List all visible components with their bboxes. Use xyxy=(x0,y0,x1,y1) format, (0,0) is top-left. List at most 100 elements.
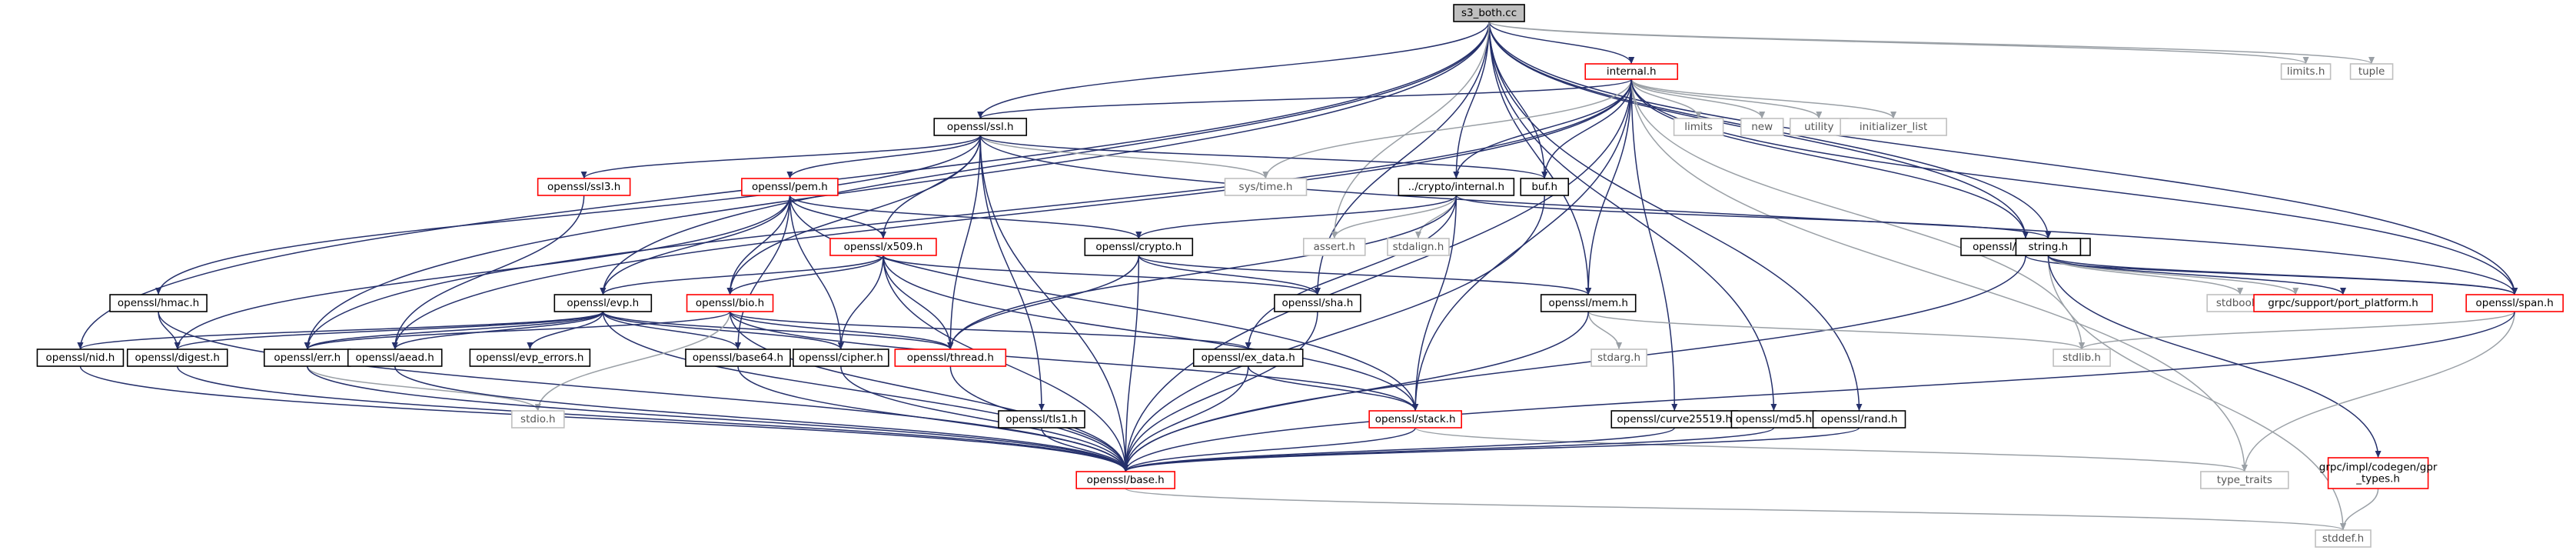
node-ssl3[interactable]: openssl/ssl3.h xyxy=(537,178,631,196)
edge-exdata-to-base xyxy=(1122,365,1249,472)
node-root[interactable]: s3_both.cc xyxy=(1453,4,1525,22)
edge-sha-to-base xyxy=(1122,311,1318,472)
node-evperr[interactable]: openssl/evp_errors.h xyxy=(469,349,591,367)
node-label: internal.h xyxy=(1607,65,1657,78)
node-utility: utility xyxy=(1789,118,1849,136)
edge-ssl-to-tls1 xyxy=(979,135,1045,412)
node-md5[interactable]: openssl/md5.h xyxy=(1730,410,1817,429)
edge-string_h-to-gprtypes xyxy=(2047,255,2382,459)
node-systime: sys/time.h xyxy=(1224,178,1308,196)
node-label: assert.h xyxy=(1314,241,1355,253)
node-cipher[interactable]: openssl/cipher.h xyxy=(793,349,889,367)
node-label: type_traits xyxy=(2217,474,2272,486)
node-label: openssl/cipher.h xyxy=(799,352,883,364)
edge-root-to-internal xyxy=(1488,21,1635,65)
edge-buf-to-base xyxy=(1122,195,1545,472)
edge-internal-to-curve xyxy=(1630,78,1678,412)
node-tls1[interactable]: openssl/tls1.h xyxy=(998,410,1085,429)
node-label: initializer_list xyxy=(1860,121,1927,133)
node-digest[interactable]: openssl/digest.h xyxy=(126,349,228,367)
node-bio[interactable]: openssl/bio.h xyxy=(686,294,774,312)
edge-pem-to-base64 xyxy=(734,195,791,350)
edge-crypto-to-thread xyxy=(947,255,1140,350)
node-evp[interactable]: openssl/evp.h xyxy=(553,294,653,312)
node-aead[interactable]: openssl/aead.h xyxy=(347,349,443,367)
node-label: tuple xyxy=(2358,65,2385,78)
node-hmac[interactable]: openssl/hmac.h xyxy=(109,294,208,312)
edge-ssl-to-base xyxy=(979,135,1129,472)
edge-pem-to-stack xyxy=(789,195,1419,412)
edge-string_h-to-portplat xyxy=(2047,255,2346,295)
node-string_h[interactable]: string.h xyxy=(2015,238,2082,256)
edge-bio-to-exdata xyxy=(729,311,1251,350)
edge-internal-to-cryptoint xyxy=(1453,78,1632,179)
node-base[interactable]: openssl/base.h xyxy=(1075,471,1175,489)
edge-pem-to-cipher xyxy=(789,195,844,350)
node-mem[interactable]: openssl/mem.h xyxy=(1540,294,1637,312)
node-x509[interactable]: openssl/x509.h xyxy=(829,238,937,256)
node-stack[interactable]: openssl/stack.h xyxy=(1368,410,1462,429)
node-exdata[interactable]: openssl/ex_data.h xyxy=(1192,349,1304,367)
edge-ssl-to-bio xyxy=(726,135,981,295)
edge-stack-to-base xyxy=(1122,427,1416,472)
node-ssl[interactable]: openssl/ssl.h xyxy=(933,118,1028,136)
edge-pem-to-bio xyxy=(726,195,791,295)
node-base64[interactable]: openssl/base64.h xyxy=(685,349,791,367)
edge-x509-to-bio xyxy=(726,255,884,295)
edge-rand-to-base xyxy=(1122,427,1860,472)
node-sha[interactable]: openssl/sha.h xyxy=(1274,294,1361,312)
edge-internal-to-ssl xyxy=(977,78,1632,119)
node-label: openssl/base.h xyxy=(1087,474,1165,486)
node-label: openssl/mem.h xyxy=(1548,297,1628,309)
edge-ssl-to-systime xyxy=(979,135,1269,179)
node-thread[interactable]: openssl/thread.h xyxy=(894,349,1007,367)
node-label: openssl/ex_data.h xyxy=(1202,352,1295,364)
edge-ssl-to-buf xyxy=(979,135,1547,179)
node-gprtypes[interactable]: grpc/impl/codegen/gpr_types.h xyxy=(2319,457,2438,489)
edge-x509-to-sha xyxy=(882,255,1321,295)
edge-evp-to-cipher xyxy=(602,311,844,350)
node-curve[interactable]: openssl/curve25519.h xyxy=(1610,410,1739,429)
edge-pem-to-evp xyxy=(600,195,791,295)
edge-evp-to-evperr xyxy=(527,311,604,350)
edge-bio-to-base xyxy=(729,311,1129,472)
edge-internal-to-new xyxy=(1630,78,1766,119)
node-buf[interactable]: buf.h xyxy=(1520,178,1570,196)
node-label: stddef.h xyxy=(2322,532,2364,545)
edge-mem-to-stdlib xyxy=(1587,311,2085,350)
node-label: grpc/support/port_platform.h xyxy=(2268,297,2418,309)
edge-crypto-to-mem xyxy=(1138,255,1592,295)
edge-string_h-to-stdbool xyxy=(2047,255,2244,295)
node-pem[interactable]: openssl/pem.h xyxy=(741,178,839,196)
node-portplat[interactable]: grpc/support/port_platform.h xyxy=(2253,294,2433,312)
node-label: stdlib.h xyxy=(2062,352,2101,364)
edge-string_h-to-span xyxy=(2047,255,2518,295)
edge-internal-to-buf xyxy=(1541,78,1632,179)
edge-root-to-tuple xyxy=(1488,21,2375,65)
edge-aead-to-base xyxy=(394,365,1129,472)
edge-evp-to-aead xyxy=(391,311,604,350)
node-span[interactable]: openssl/span.h xyxy=(2465,294,2564,312)
node-crypto[interactable]: openssl/crypto.h xyxy=(1084,238,1194,256)
node-label: openssl/x509.h xyxy=(844,241,923,253)
edge-cipher-to-base xyxy=(840,365,1129,472)
edge-bio-to-thread xyxy=(729,311,954,350)
edge-cryptoint-to-stack xyxy=(1412,195,1458,412)
node-cryptoint[interactable]: ../crypto/internal.h xyxy=(1398,178,1515,196)
node-rand[interactable]: openssl/rand.h xyxy=(1812,410,1906,429)
edge-internal-to-stdlib xyxy=(1630,78,2086,350)
node-label: s3_both.cc xyxy=(1461,7,1517,19)
edge-cryptoint-to-crypto xyxy=(1135,195,1458,239)
edge-root-to-span xyxy=(1488,21,2518,295)
edge-root-to-md5 xyxy=(1488,21,1777,412)
node-err[interactable]: openssl/err.h xyxy=(263,349,351,367)
edge-crypto-to-base xyxy=(1122,255,1140,472)
node-label: openssl/err.h xyxy=(274,352,341,364)
edge-internal-to-initlist xyxy=(1630,78,1896,119)
node-internal[interactable]: internal.h xyxy=(1584,63,1679,80)
node-stdarg: stdarg.h xyxy=(1590,349,1647,367)
node-assert: assert.h xyxy=(1302,238,1366,256)
edge-evp-to-digest xyxy=(174,311,604,350)
node-nid[interactable]: openssl/nid.h xyxy=(36,349,125,367)
